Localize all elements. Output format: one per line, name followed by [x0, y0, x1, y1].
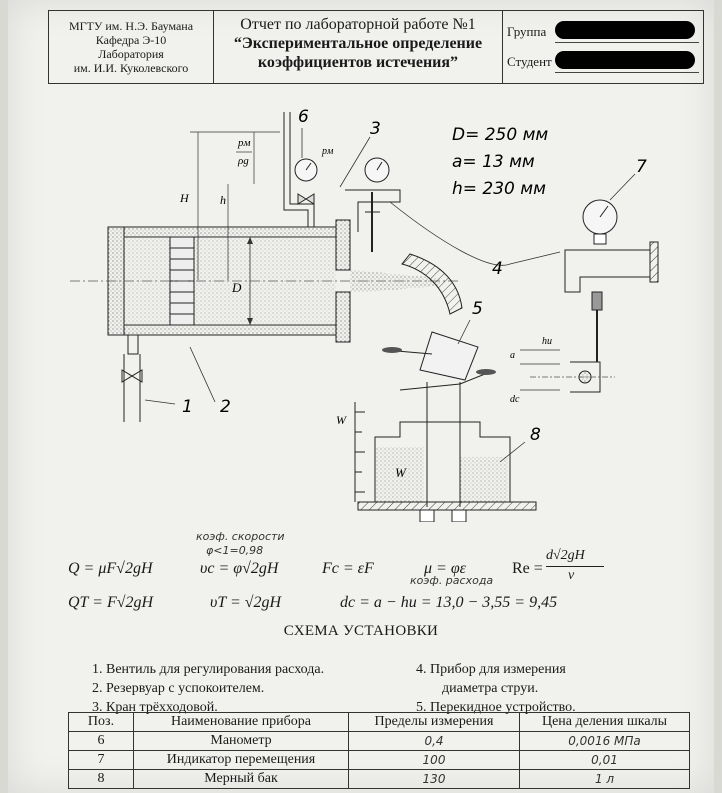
callout-6: 6	[298, 107, 309, 127]
callout-leaders	[144, 128, 636, 463]
callout-7: 7	[636, 157, 647, 177]
dim-label-pm: pм	[237, 137, 251, 149]
dim-label-rho-g: ρg	[237, 155, 249, 167]
param-d: D= 250 мм	[452, 125, 548, 145]
jet-diameter-gauge-small	[345, 157, 401, 252]
callout-1: 1	[182, 397, 193, 417]
group-underline	[555, 42, 699, 43]
column-header: Наименование прибора	[133, 712, 349, 732]
formula-jet-area: Fc = εF	[322, 560, 374, 577]
table-cell: 1 л	[519, 769, 690, 789]
speed-coef-value-note: φ<1=0,98	[206, 544, 264, 557]
flow-straightener	[169, 236, 195, 326]
water-jet	[350, 270, 440, 292]
manometer-pm-label: pм	[321, 146, 334, 157]
table-row: 7 Индикатор перемещения 100 0,01	[68, 750, 690, 770]
deflector-device	[382, 253, 496, 391]
dim-label-h-total: H	[179, 191, 190, 205]
formula-reynolds-lhs: Re =	[512, 560, 543, 577]
table-cell: 0,0016 МПа	[519, 731, 690, 751]
group-label: Группа	[507, 24, 547, 39]
table-cell: Индикатор перемещения	[133, 750, 349, 770]
student-label: Студент	[507, 54, 552, 69]
redaction-bar	[555, 51, 695, 69]
organization-block: МГТУ им. Н.Э. Баумана Кафедра Э-10 Лабор…	[49, 11, 214, 83]
legend-item: 4. Прибор для измерения	[416, 662, 566, 677]
manometer: pм	[283, 112, 334, 227]
legend-item: 1. Вентиль для регулирования расхода.	[92, 662, 325, 677]
formula-reynolds-denominator: ν	[568, 568, 575, 583]
formula-reynolds-bar	[546, 566, 604, 567]
dim-label-d: D	[231, 280, 242, 295]
report-header: МГТУ им. Н.Э. Баумана Кафедра Э-10 Лабор…	[48, 10, 704, 84]
report-title-line: коэффициентов истечения”	[257, 54, 459, 71]
dim-label-a: a	[510, 350, 515, 361]
speed-coef-note: коэф. скорости	[196, 530, 285, 543]
legend-item: 2. Резервуар с успокоителем.	[92, 681, 265, 696]
formula-flow-rate: Q = μF√2gH	[68, 560, 153, 577]
param-a: a= 13 мм	[452, 152, 535, 172]
legend-item: 3. Кран трёхходовой.	[92, 700, 218, 715]
legend-item: 5. Перекидное устройство.	[416, 700, 576, 715]
column-header: Пределы измерения	[348, 712, 520, 732]
figure-caption: СХЕМА УСТАНОВКИ	[283, 623, 439, 639]
org-line: Кафедра Э-10	[95, 33, 167, 47]
callout-5: 5	[472, 299, 483, 319]
column-header: Цена деления шкалы	[519, 712, 690, 732]
dim-label-h: h	[220, 193, 226, 207]
measuring-tank: W W	[336, 382, 537, 522]
table-cell: 0,01	[519, 750, 690, 770]
table-header-row: Поз. Наименование прибора Пределы измере…	[68, 712, 690, 732]
document-page	[8, 0, 714, 793]
org-line: им. И.И. Куколевского	[73, 61, 189, 75]
table-cell: 7	[68, 750, 134, 770]
table-cell: Манометр	[133, 731, 349, 751]
formula-discharge-coef: μ = φε	[424, 560, 466, 577]
table-row: 6 Манометр 0,4 0,0016 МПа	[68, 731, 690, 751]
table-cell: 130	[348, 769, 520, 789]
flow-coef-note: коэф. расхода	[410, 574, 494, 587]
group-row: Группа	[507, 17, 699, 47]
column-header: Поз.	[68, 712, 134, 732]
dim-label-dc: dc	[510, 394, 520, 405]
student-row: Студент	[507, 47, 699, 77]
formula-jet-velocity: υc = φ√2gH	[200, 560, 279, 577]
formula-block: коэф. скорости φ<1=0,98 Q = μF√2gH υc = …	[60, 530, 700, 625]
report-title: Отчет по лабораторной работе №1 “Экспери…	[214, 11, 503, 83]
reservoir: D	[70, 219, 460, 422]
table-row: 8 Мерный бак 130 1 л	[68, 769, 690, 789]
table-cell: Мерный бак	[133, 769, 349, 789]
table-cell: 0,4	[348, 731, 520, 751]
legend-item: диаметра струи.	[442, 681, 539, 696]
callout-4: 4	[492, 259, 503, 279]
instruments-table: Поз. Наименование прибора Пределы измере…	[68, 712, 690, 789]
report-title-line: “Экспериментальное определение	[233, 35, 483, 52]
student-underline	[555, 72, 699, 73]
callout-8: 8	[530, 425, 541, 445]
org-line: МГТУ им. Н.Э. Баумана	[68, 19, 194, 33]
formula-reynolds-numerator: d√2gH	[546, 548, 585, 563]
tank-w-label: W	[336, 413, 347, 427]
table-cell: 8	[68, 769, 134, 789]
formula-theoretical-velocity: υT = √2gH	[210, 594, 282, 611]
callout-3: 3	[370, 119, 381, 139]
dim-label-hu: hи	[542, 336, 552, 347]
jet-diameter-gauge: a hи dc	[510, 199, 659, 405]
formula-theoretical-flow: QT = F√2gH	[68, 594, 154, 611]
report-title-line: Отчет по лабораторной работе №1	[240, 16, 476, 33]
table-cell: 6	[68, 731, 134, 751]
student-info: Группа Студент	[503, 11, 703, 83]
redaction-bar	[555, 21, 695, 39]
setup-diagram: D H h pм ρg pм	[70, 107, 659, 522]
callout-2: 2	[220, 397, 231, 417]
tank-w-label-inner: W	[395, 465, 407, 480]
height-dimensions: H h pм ρg	[179, 131, 280, 280]
table-cell: 100	[348, 750, 520, 770]
formula-jet-diameter: dc = a − hи = 13,0 − 3,55 = 9,45	[340, 594, 558, 611]
param-h: h= 230 мм	[452, 179, 546, 199]
org-line: Лаборатория	[98, 47, 164, 61]
